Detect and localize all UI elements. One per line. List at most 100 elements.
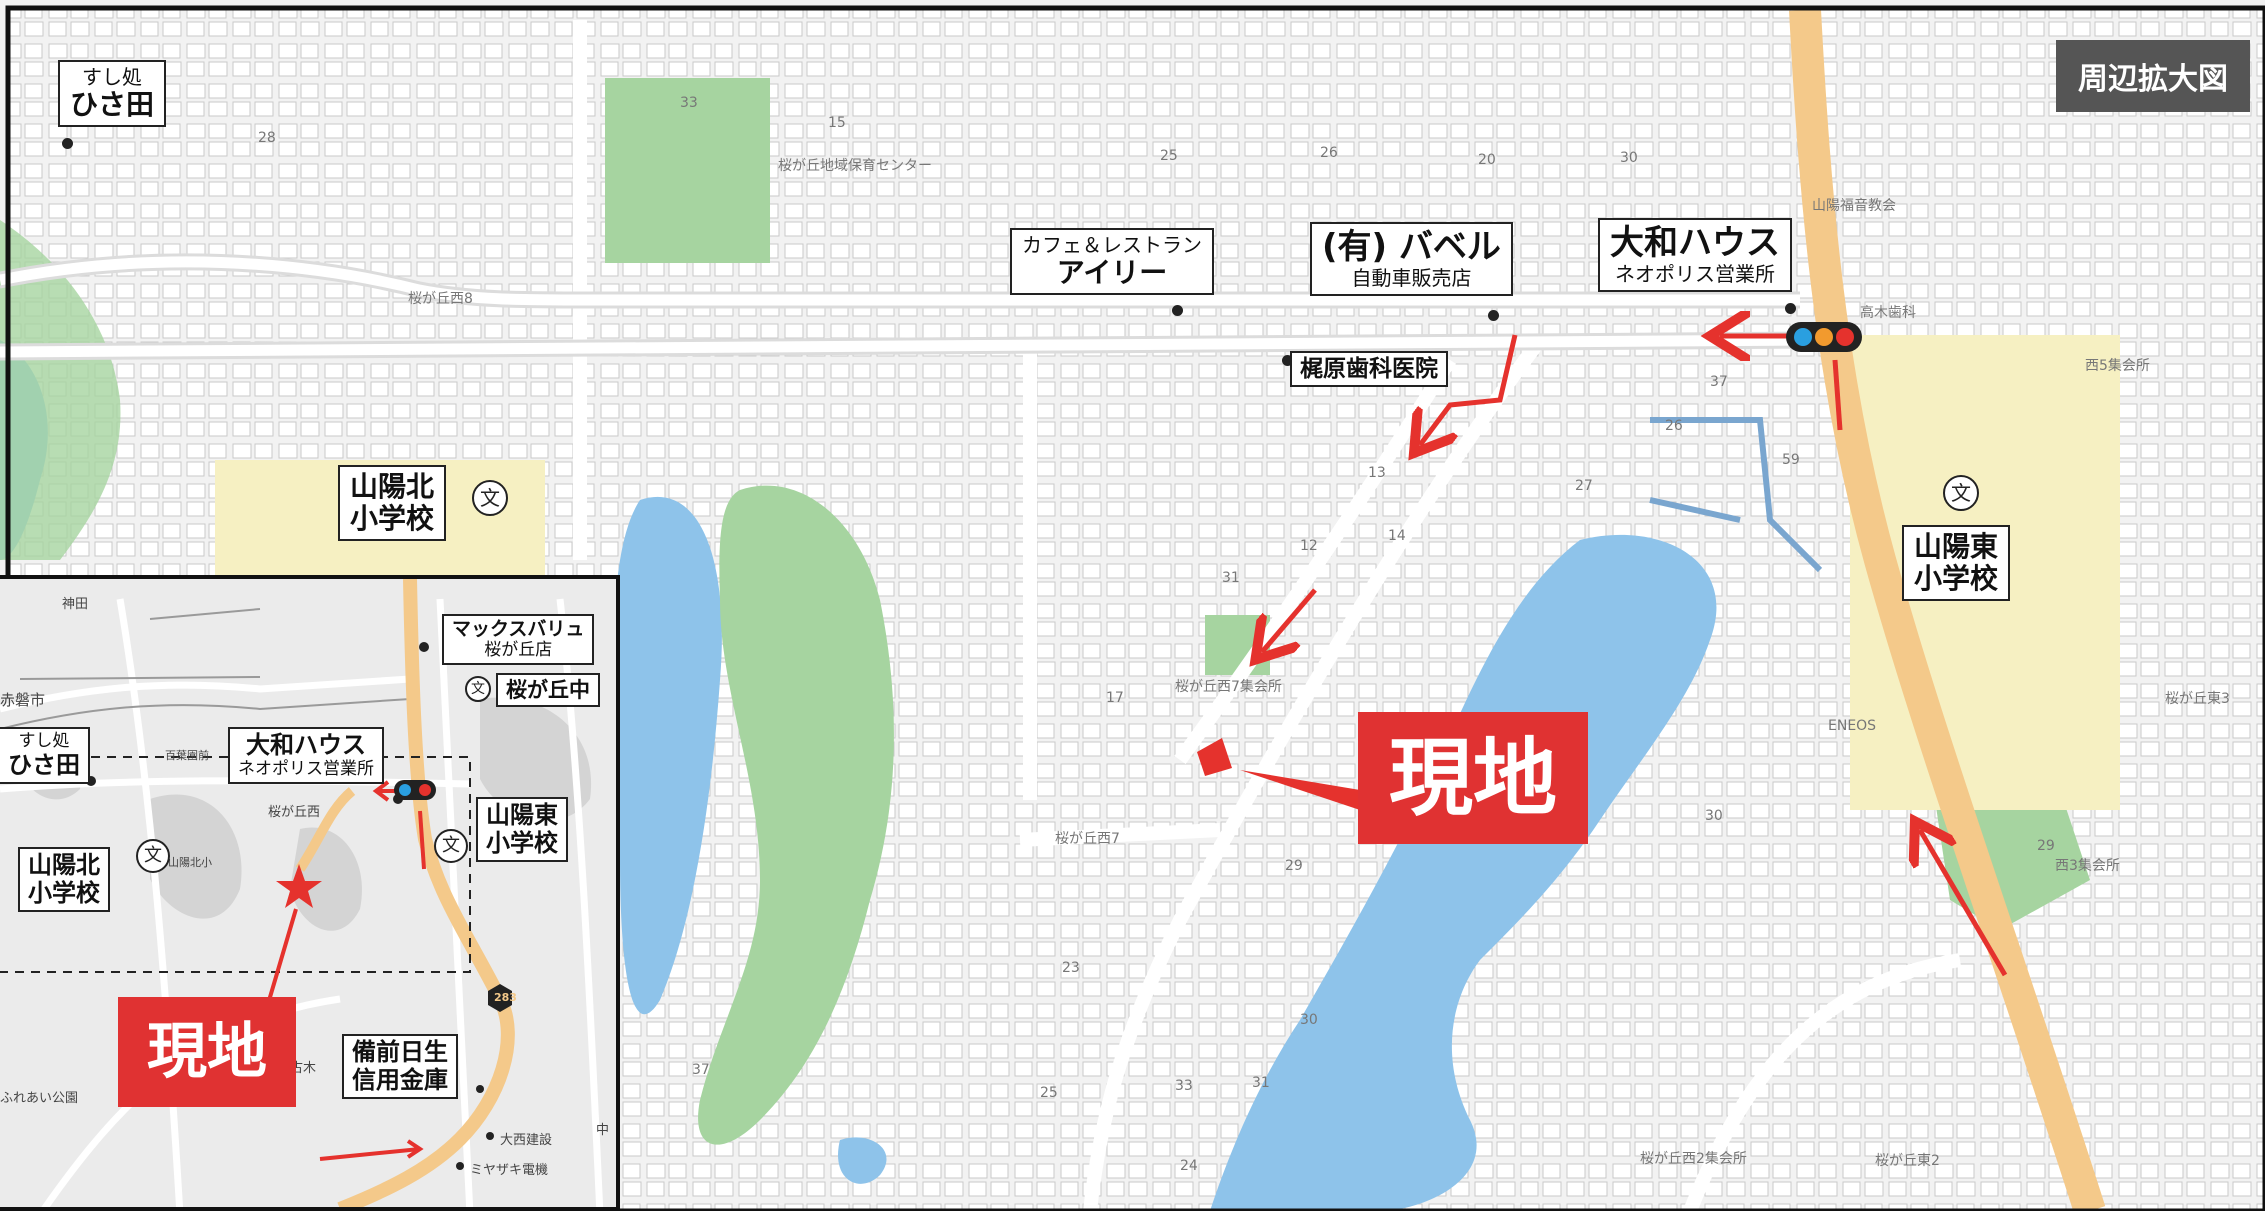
block-number: 37 bbox=[1710, 374, 1728, 390]
inset-zoom-rect bbox=[0, 756, 471, 973]
block-number: 30 bbox=[1620, 150, 1638, 166]
school-icon: 文 bbox=[136, 839, 170, 873]
label-sanyo-higashi-2: 小学校 bbox=[1914, 562, 1999, 596]
label-sanyo-higashi: 山陽東 小学校 bbox=[1902, 525, 2011, 602]
inset-akaiwa: 赤磐市 bbox=[0, 691, 46, 709]
forest-west bbox=[698, 485, 894, 1145]
place-shukai7: 桜が丘西7集会所 bbox=[1175, 679, 1282, 695]
inset-label-higashi-1: 山陽東 bbox=[486, 801, 558, 829]
inset-road-outlines bbox=[0, 608, 411, 730]
road-edges bbox=[0, 253, 1821, 361]
main-road bbox=[1789, 9, 2106, 1211]
inset-sakuragaoka-nishi: 桜が丘西 bbox=[268, 805, 321, 820]
pin-hisada bbox=[62, 138, 73, 149]
inset-label-sakuragaoka-chu: 桜が丘中 bbox=[496, 673, 600, 708]
street-higashi2: 桜が丘東2 bbox=[1875, 1153, 1940, 1169]
block-number: 25 bbox=[1160, 148, 1178, 164]
inset-pin-maxvalu bbox=[419, 642, 429, 652]
label-babel-name: (有) バベル bbox=[1322, 227, 1501, 267]
inset-map: 神田 赤磐市 百葉園前 桜が丘西 山陽北小 大西建設 ミヤザキ電機 ふれあい公園… bbox=[0, 575, 620, 1211]
inset-pin-miyazaki bbox=[456, 1162, 464, 1170]
street-higashi3: 桜が丘東3 bbox=[2165, 691, 2230, 707]
label-airy: カフェ＆レストラン アイリー bbox=[1010, 228, 1214, 296]
pin-babel bbox=[1488, 310, 1499, 321]
channels bbox=[1649, 417, 1823, 573]
place-nishi2shukai: 桜が丘西2集会所 bbox=[1640, 1151, 1747, 1167]
label-sanyo-higashi-1: 山陽東 bbox=[1914, 530, 1999, 563]
inset-label-daiwa-sub: ネオポリス営業所 bbox=[238, 758, 374, 779]
block-number: 30 bbox=[1300, 1012, 1318, 1028]
block-number: 59 bbox=[1782, 452, 1800, 468]
inset-label-daiwa: 大和ハウス ネオポリス営業所 bbox=[228, 727, 384, 785]
label-kajiwara: 梶原歯科医院 bbox=[1290, 351, 1448, 388]
block-number: 20 bbox=[1478, 152, 1496, 168]
block-number: 30 bbox=[1705, 808, 1723, 824]
zoom-badge: 周辺拡大図 bbox=[2056, 40, 2250, 112]
star-icon bbox=[276, 864, 322, 908]
label-sanyo-kita-1: 山陽北 bbox=[350, 470, 435, 503]
block-number: 26 bbox=[1665, 418, 1683, 434]
inset-sanyokita-small: 山陽北小 bbox=[168, 856, 212, 869]
label-daiwa-sub: ネオポリス営業所 bbox=[1615, 262, 1775, 287]
block-number: 26 bbox=[1320, 145, 1338, 161]
pond-nii bbox=[613, 496, 722, 1015]
block-number: 29 bbox=[2037, 838, 2055, 854]
label-hisada-name: ひさ田 bbox=[70, 88, 155, 121]
inset-pin-daiwa bbox=[393, 794, 403, 804]
school-icon: 文 bbox=[434, 829, 468, 863]
place-church: 山陽福音教会 bbox=[1812, 198, 1896, 214]
label-sanyo-kita-2: 小学校 bbox=[350, 502, 435, 536]
pin-daiwa bbox=[1785, 303, 1796, 314]
inset-label-daiwa-name: 大和ハウス bbox=[246, 731, 366, 759]
inset-onishi: 大西建設 bbox=[500, 1133, 553, 1148]
label-hisada-sub: すし処 bbox=[82, 65, 142, 89]
label-daiwa: 大和ハウス ネオポリス営業所 bbox=[1598, 218, 1792, 293]
label-sanyo-kita: 山陽北 小学校 bbox=[338, 465, 447, 542]
label-babel: (有) バベル 自動車販売店 bbox=[1310, 222, 1513, 297]
site-marker bbox=[1197, 738, 1232, 776]
inset-label-chu-name: 桜が丘中 bbox=[506, 678, 590, 702]
inset-branch-road bbox=[295, 787, 356, 872]
route-arrows bbox=[1262, 335, 2008, 977]
inset-main-road bbox=[337, 579, 515, 1207]
genchi-label: 現地 bbox=[1358, 712, 1588, 844]
pin-kajiwara bbox=[1282, 355, 1293, 366]
place-shukai5: 西5集会所 bbox=[2085, 358, 2150, 374]
street-nishi8: 桜が丘西8 bbox=[408, 291, 473, 307]
pond-hibutai bbox=[1210, 534, 1717, 1211]
inset-label-hisada-name: ひさ田 bbox=[8, 750, 80, 779]
pin-airy bbox=[1172, 305, 1183, 316]
inset-label-kita-1: 山陽北 bbox=[28, 851, 100, 879]
inset-label-sanyo-kita: 山陽北 小学校 bbox=[18, 847, 110, 913]
route-283-icon bbox=[488, 984, 512, 1012]
inset-naka: 中 bbox=[596, 1123, 610, 1138]
block-number: 12 bbox=[1300, 538, 1318, 554]
inset-pin-onishi bbox=[486, 1132, 494, 1140]
route-line-south bbox=[1832, 359, 1843, 431]
label-airy-name: アイリー bbox=[1056, 256, 1168, 289]
block-number: 24 bbox=[1180, 1158, 1198, 1174]
place-takagi: 高木歯科 bbox=[1860, 305, 1916, 321]
inset-label-maxvalu-sub: 桜が丘店 bbox=[484, 639, 553, 660]
block-number: 28 bbox=[258, 130, 276, 146]
inset-label-bizen-2: 信用金庫 bbox=[352, 1065, 448, 1094]
block-number: 29 bbox=[1285, 858, 1303, 874]
label-kajiwara-name: 梶原歯科医院 bbox=[1300, 356, 1438, 382]
label-airy-sub: カフェ＆レストラン bbox=[1022, 233, 1202, 257]
label-babel-sub: 自動車販売店 bbox=[1351, 266, 1472, 291]
school-icon: 文 bbox=[472, 480, 508, 516]
school-icon: 文 bbox=[465, 676, 491, 702]
block-number: 33 bbox=[680, 95, 698, 111]
block-number: 37 bbox=[692, 1062, 710, 1078]
block-number: 17 bbox=[1106, 690, 1124, 706]
inset-fureai: ふれあい公園 bbox=[0, 1091, 79, 1106]
block-number: 31 bbox=[1222, 570, 1240, 586]
inset-label-kita-2: 小学校 bbox=[28, 878, 100, 907]
inset-label-hisada: すし処 ひさ田 bbox=[0, 727, 90, 785]
inset-furuki: 古木 bbox=[290, 1061, 317, 1076]
local-roads bbox=[0, 20, 1962, 1211]
inset-kanda: 神田 bbox=[62, 597, 89, 612]
inset-pin-bizen bbox=[476, 1085, 484, 1093]
inset-label-bizen: 備前日生 信用金庫 bbox=[342, 1034, 458, 1100]
